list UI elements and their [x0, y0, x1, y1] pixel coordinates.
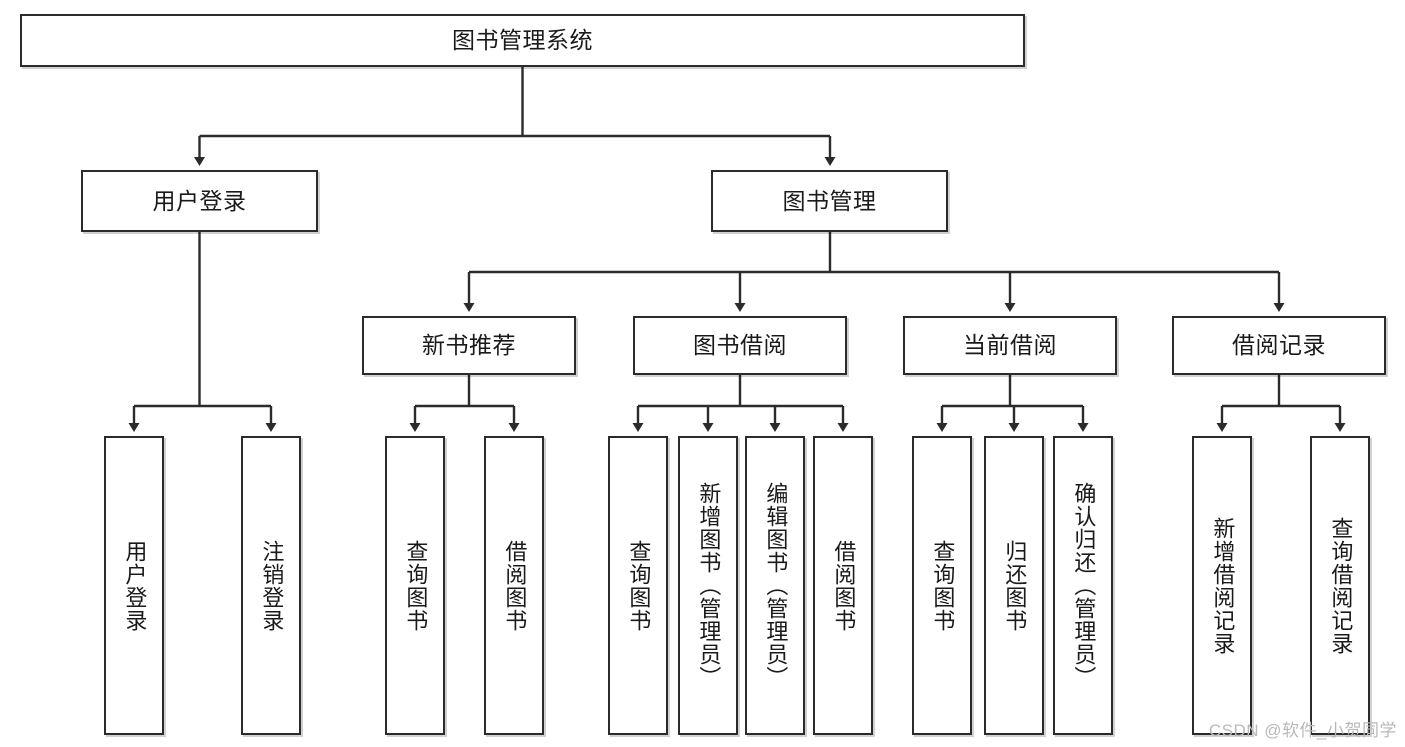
- node-leaf-query-borrow-record[interactable]: 查询借阅记录: [1310, 436, 1370, 735]
- node-leaf-borrow-book-1[interactable]: 借阅图书: [484, 436, 544, 735]
- node-label: 编辑图书（管理员）: [763, 482, 789, 689]
- node-label: 借阅记录: [1232, 332, 1326, 359]
- node-label: 用户登录: [152, 187, 247, 214]
- node-label: 图书管理系统: [452, 27, 593, 54]
- node-label: 新增图书（管理员）: [696, 482, 722, 689]
- node-leaf-return-book[interactable]: 归还图书: [984, 436, 1044, 735]
- node-leaf-confirm-return[interactable]: 确认归还（管理员）: [1053, 436, 1113, 735]
- node-leaf-logout[interactable]: 注销登录: [241, 436, 301, 735]
- node-label: 查询图书: [626, 539, 652, 632]
- node-leaf-add-borrow-record[interactable]: 新增借阅记录: [1192, 436, 1252, 735]
- node-leaf-query-book-3[interactable]: 查询图书: [912, 436, 972, 735]
- node-new-book-recommend[interactable]: 新书推荐: [362, 316, 576, 375]
- node-leaf-edit-book[interactable]: 编辑图书（管理员）: [745, 436, 805, 735]
- node-user-login[interactable]: 用户登录: [81, 170, 318, 232]
- node-leaf-user-login[interactable]: 用户登录: [104, 436, 164, 735]
- node-label: 图书管理: [782, 187, 877, 214]
- node-label: 注销登录: [259, 539, 285, 632]
- node-book-management[interactable]: 图书管理: [711, 170, 948, 232]
- node-label: 确认归还（管理员）: [1071, 482, 1097, 689]
- node-book-borrow[interactable]: 图书借阅: [633, 316, 847, 375]
- node-label: 借阅图书: [831, 539, 857, 632]
- node-label: 图书借阅: [693, 332, 787, 359]
- node-borrow-record[interactable]: 借阅记录: [1172, 316, 1386, 375]
- node-leaf-query-book-1[interactable]: 查询图书: [385, 436, 445, 735]
- node-root-system[interactable]: 图书管理系统: [20, 14, 1025, 67]
- node-label: 当前借阅: [963, 332, 1057, 359]
- node-label: 新增借阅记录: [1210, 516, 1236, 655]
- node-label: 查询图书: [403, 539, 429, 632]
- node-leaf-add-book[interactable]: 新增图书（管理员）: [678, 436, 738, 735]
- node-label: 新书推荐: [422, 332, 516, 359]
- node-leaf-borrow-book-2[interactable]: 借阅图书: [813, 436, 873, 735]
- watermark-text: CSDN @软件_小贺同学: [1208, 721, 1397, 740]
- node-label: 用户登录: [122, 539, 148, 632]
- node-current-borrow[interactable]: 当前借阅: [903, 316, 1117, 375]
- node-label: 查询图书: [930, 539, 956, 632]
- node-label: 借阅图书: [502, 539, 528, 632]
- node-label: 归还图书: [1002, 539, 1028, 632]
- node-leaf-query-book-2[interactable]: 查询图书: [608, 436, 668, 735]
- node-label: 查询借阅记录: [1328, 516, 1354, 655]
